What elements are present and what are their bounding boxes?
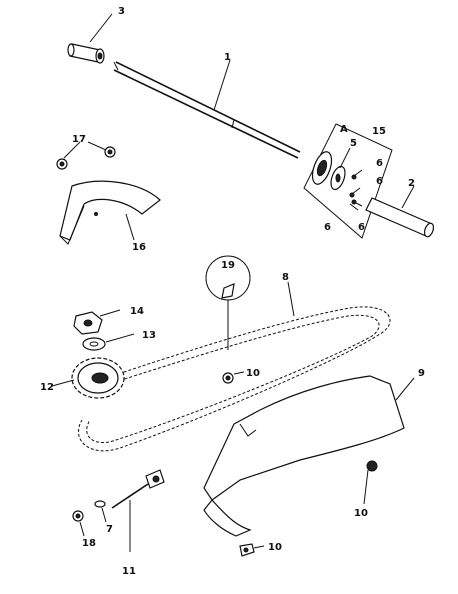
- stub-shaft-part-2: [365, 197, 435, 238]
- leader-10-right: [363, 469, 369, 505]
- housing-part-9: [203, 375, 405, 537]
- fasteners-part-17: [56, 146, 116, 170]
- callout-16: 16: [132, 242, 146, 253]
- washer-part-7: [94, 500, 106, 508]
- leader-5: [339, 147, 351, 169]
- callout-10b: 10: [354, 508, 368, 519]
- callout-13: 13: [142, 330, 156, 341]
- callout-3: 3: [118, 6, 125, 17]
- leader-12: [51, 379, 75, 387]
- leader-18: [79, 521, 85, 537]
- leader-13: [105, 333, 135, 343]
- leader-1: [213, 59, 231, 111]
- callout-10c: 10: [268, 542, 282, 553]
- leader-17a: [63, 141, 81, 159]
- leader-8: [287, 281, 295, 317]
- leader-9: [395, 377, 415, 401]
- washer-part-13: [82, 337, 106, 351]
- leader-16: [125, 213, 135, 241]
- callout-6b: 6: [376, 176, 383, 187]
- shaft-part-1: [113, 61, 301, 159]
- callout-19: 19: [221, 260, 235, 271]
- callout-2: 2: [408, 178, 415, 189]
- leader-14: [99, 309, 121, 317]
- nut-part-18: [72, 510, 84, 522]
- callout-9: 9: [418, 368, 425, 379]
- sprocket-part-12: [71, 357, 125, 399]
- callout-8: 8: [282, 272, 289, 283]
- bolt-part-10-bottom: [239, 543, 255, 557]
- chain-part-8: [77, 306, 391, 452]
- callout-15: 15: [372, 126, 386, 137]
- callout-a: A: [340, 124, 348, 135]
- callout-1: 1: [224, 52, 231, 63]
- guard-part-16: [59, 180, 161, 245]
- callout-6d: 6: [358, 222, 365, 233]
- callout-18: 18: [82, 538, 96, 549]
- leader-2: [401, 185, 415, 209]
- callout-6a: 6: [376, 158, 383, 169]
- nut-part-14: [73, 311, 103, 335]
- hub-assembly-part-15: [303, 123, 393, 239]
- callout-17: 17: [72, 134, 86, 145]
- callout-11: 11: [122, 566, 136, 577]
- sleeve-part-3: [67, 43, 105, 64]
- leader-10-bottom: [253, 545, 265, 549]
- callout-6c: 6: [324, 222, 331, 233]
- callout-10a: 10: [246, 368, 260, 379]
- callout-7: 7: [106, 524, 113, 535]
- callout-12: 12: [40, 382, 54, 393]
- leader-17b: [87, 141, 107, 151]
- bolt-part-10-mid: [222, 372, 234, 384]
- leader-10-mid: [233, 371, 245, 375]
- tension-bolt-part-11: [111, 469, 165, 509]
- callout-5: 5: [350, 138, 357, 149]
- callout-14: 14: [130, 306, 144, 317]
- leader-3: [89, 13, 113, 43]
- leader-7: [101, 507, 107, 523]
